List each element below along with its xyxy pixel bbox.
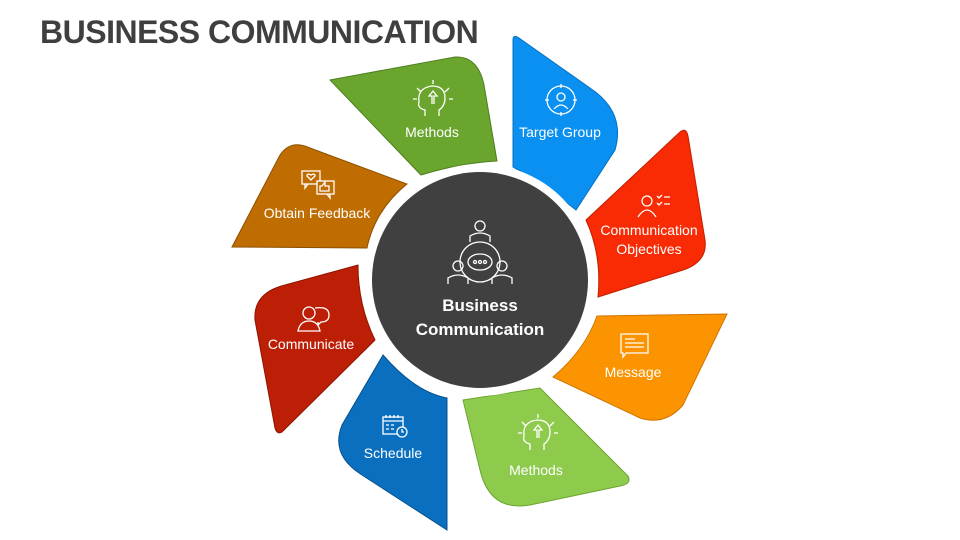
center-line2: Communication xyxy=(415,320,545,339)
feedback-icon xyxy=(301,170,335,200)
petal-communication-objectives xyxy=(585,129,706,298)
page-title: BUSINESS COMMUNICATION xyxy=(40,14,479,50)
team-communication-icon xyxy=(447,220,513,284)
center-line1: Business xyxy=(442,296,518,315)
petal-label-communicate: Communicate xyxy=(267,336,355,352)
message-icon xyxy=(620,333,649,359)
petal-label-obtain-feedback: Obtain Feedback xyxy=(263,205,371,221)
objectives-line1: Communication xyxy=(600,222,698,238)
petal-label-communication-objectives: Communication Objectives xyxy=(600,221,697,259)
petal-obtain-feedback xyxy=(231,144,408,249)
petal-communicate xyxy=(254,264,376,434)
petal-methods-bottom xyxy=(462,387,630,507)
target-group-icon xyxy=(545,84,577,116)
calendar-clock-icon xyxy=(382,415,408,438)
petal-label-methods-bottom: Methods xyxy=(509,462,563,478)
petal-label-schedule: Schedule xyxy=(363,445,423,461)
head-idea-icon xyxy=(413,80,453,116)
objectives-line2: Objectives xyxy=(616,241,682,257)
petal-label-target-group: Target Group xyxy=(519,124,601,140)
petal-label-methods-top: Methods xyxy=(405,124,459,140)
person-checklist-icon xyxy=(637,194,670,218)
people-talk-icon xyxy=(297,306,330,332)
petal-schedule xyxy=(338,354,448,531)
head-idea-icon xyxy=(518,414,558,450)
petal-label-message: Message xyxy=(604,364,662,380)
center-label: Business Communication xyxy=(416,294,544,342)
petal-message xyxy=(552,313,728,421)
center-circle xyxy=(372,172,588,388)
petal-methods-top xyxy=(328,56,498,176)
